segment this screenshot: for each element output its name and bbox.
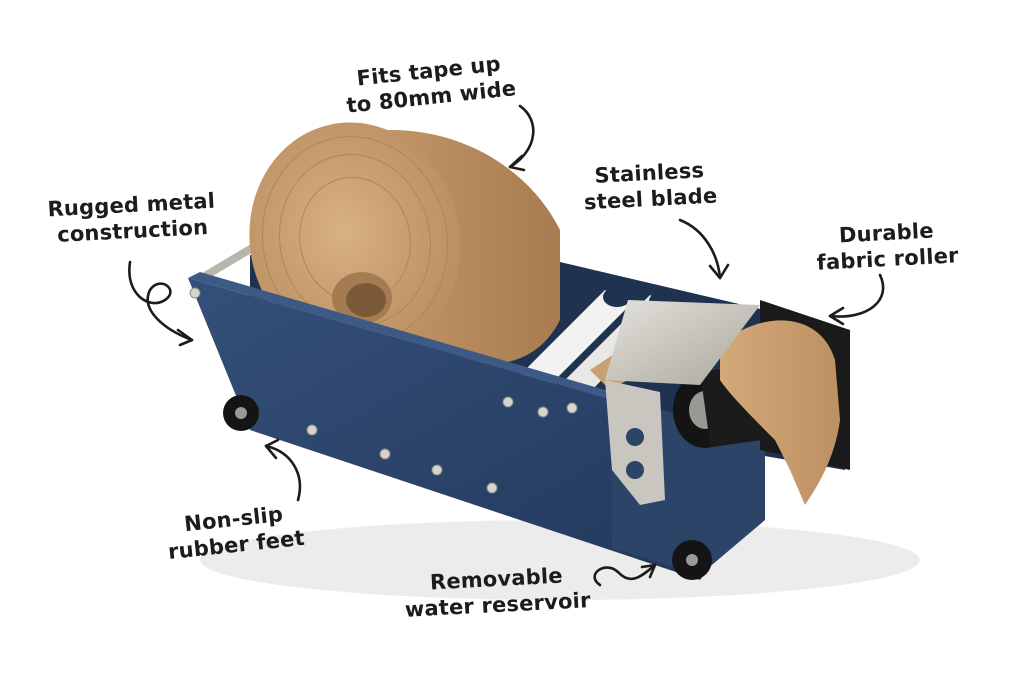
label-water-reservoir: Removable water reservoir [401,561,593,623]
arrow-water-reservoir [593,563,657,587]
arrow-stainless-blade [678,218,722,280]
kraft-tape-roll [249,122,560,364]
front-side-panel [188,278,715,580]
label-stainless-blade: Stainless steel blade [574,156,727,216]
hanging-tape-strip [720,320,840,505]
metal-rod [201,244,256,280]
label-rugged-metal: Rugged metal construction [41,187,223,248]
rubber-feet [223,395,712,580]
panel-screws [189,287,578,494]
arrow-nonslip-feet [264,444,302,502]
steel-blade [605,300,760,505]
arrow-rugged-metal [128,260,194,342]
arrow-durable-roller [828,273,885,318]
label-durable-roller: Durable fabric roller [811,216,964,276]
